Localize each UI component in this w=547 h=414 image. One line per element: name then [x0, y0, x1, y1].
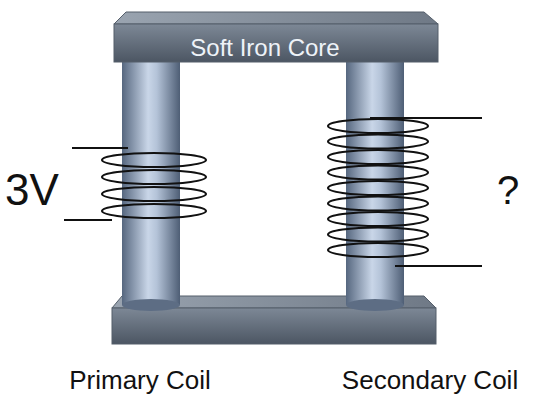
coil-windings — [102, 119, 428, 257]
coil-label: Secondary Coil — [342, 367, 518, 393]
top-core-bar — [114, 12, 438, 62]
coil-leads — [64, 118, 482, 266]
coil-turn — [328, 243, 428, 257]
coil-turn — [102, 170, 206, 184]
coil-turn — [102, 187, 206, 201]
coil-turn — [328, 197, 428, 211]
coil-turn — [328, 228, 428, 242]
coil-label: Primary Coil — [69, 367, 211, 393]
coil-turn — [102, 153, 206, 167]
input-voltage: 3V — [5, 168, 59, 212]
coil-turn — [328, 119, 428, 133]
core-label: Soft Iron Core — [190, 36, 339, 60]
output-voltage: ? — [497, 170, 519, 210]
coil-turn — [102, 204, 206, 218]
coil-turn — [328, 166, 428, 180]
bottom-core-bar — [112, 296, 436, 344]
coil-turn — [328, 150, 428, 164]
coil-turn — [328, 181, 428, 195]
coil-turn — [328, 135, 428, 149]
coil-turn — [328, 212, 428, 226]
